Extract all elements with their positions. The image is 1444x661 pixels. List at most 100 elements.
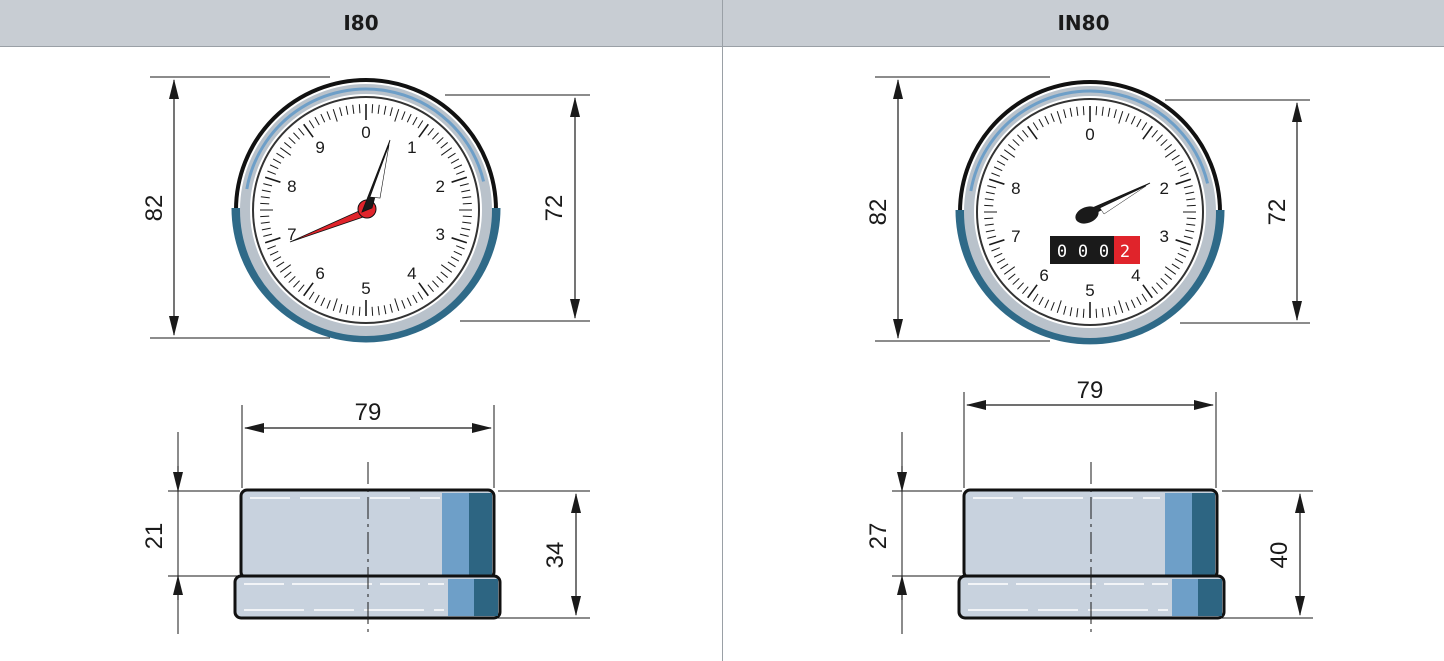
dial-tick xyxy=(1101,106,1104,116)
dial-tick xyxy=(462,215,472,218)
dial-tick xyxy=(267,245,276,250)
dial-tick xyxy=(1032,122,1039,131)
dial-tick xyxy=(383,305,387,315)
dial-tick xyxy=(377,306,380,316)
dial-number: 9 xyxy=(315,138,324,157)
dial-tick xyxy=(1113,305,1117,315)
dial-tick xyxy=(1177,252,1187,258)
dial-tick xyxy=(1022,130,1029,138)
column-header-i80: I80 xyxy=(0,0,722,47)
dial-tick xyxy=(1044,299,1050,309)
dial-tick xyxy=(276,261,285,268)
dial-tick xyxy=(1008,144,1016,151)
dial-tick xyxy=(303,282,314,297)
dial-tick xyxy=(450,158,460,164)
in80-dim-inner-label: 72 xyxy=(1264,199,1291,226)
dial-tick xyxy=(320,113,326,123)
dial-tick xyxy=(1177,166,1187,172)
dial-number: 2 xyxy=(1159,179,1168,198)
dial-tick xyxy=(991,247,1000,252)
dial-tick xyxy=(447,261,456,268)
dial-tick xyxy=(1125,113,1130,122)
dial-number: 0 xyxy=(1085,125,1094,144)
dial-tick xyxy=(993,252,1003,258)
dial-tick xyxy=(394,109,400,122)
dial-tick xyxy=(453,164,463,170)
dial-tick xyxy=(1063,305,1067,315)
dial-tick xyxy=(352,104,355,114)
dial-tick xyxy=(456,170,465,175)
i80-dim-inner-label: 72 xyxy=(541,195,568,222)
dial-tick xyxy=(984,198,994,201)
dial-tick xyxy=(261,189,271,193)
dial-tick xyxy=(451,237,468,244)
dial-tick xyxy=(260,215,270,218)
dial-tick xyxy=(1164,149,1177,158)
dial-tick xyxy=(1142,125,1153,140)
dial-tick xyxy=(1082,308,1085,318)
in80-dim-outer-label: 82 xyxy=(865,199,892,226)
dial-tick xyxy=(1076,106,1079,116)
dial-tick xyxy=(1008,273,1016,280)
dial-tick xyxy=(1017,282,1024,290)
dial-tick xyxy=(389,107,393,117)
dial-tick xyxy=(447,152,456,159)
dial-tick xyxy=(298,284,305,292)
dial-tick xyxy=(440,147,453,156)
dial-tick xyxy=(1118,111,1124,124)
i80-dim-total-height-label: 34 xyxy=(542,542,569,569)
dial-number: 8 xyxy=(287,177,296,196)
dial-tick xyxy=(985,229,995,233)
dial-tick xyxy=(279,147,292,156)
dial-tick xyxy=(1186,198,1196,201)
dial-tick xyxy=(1038,296,1044,306)
i80-dim-top-height-label: 21 xyxy=(141,523,168,550)
dial-tick xyxy=(1141,293,1148,302)
dial-number: 0 xyxy=(361,123,370,142)
dial-tick xyxy=(418,282,429,297)
dial-number: 6 xyxy=(315,264,324,283)
dial-tick xyxy=(308,120,315,129)
dial-tick xyxy=(358,306,361,316)
dial-tick xyxy=(263,183,273,187)
dial-tick xyxy=(1038,118,1044,128)
dial-tick xyxy=(1171,154,1180,161)
dial-tick xyxy=(461,189,471,193)
dial-tick xyxy=(1069,307,1073,317)
i80-dim-width-label: 79 xyxy=(355,399,382,426)
dial-tick xyxy=(358,104,361,114)
dial-tick xyxy=(1118,300,1124,313)
dial-tick xyxy=(1012,278,1020,285)
dial-tick xyxy=(450,256,460,262)
dial-tick xyxy=(332,109,338,122)
dial-number: 4 xyxy=(407,264,416,283)
dial-tick xyxy=(1174,160,1184,166)
dial-tick xyxy=(1027,125,1038,140)
dial-number: 5 xyxy=(361,279,370,298)
dial-tick xyxy=(459,233,469,237)
dial-tick xyxy=(339,303,343,313)
dial-tick xyxy=(451,176,468,183)
dial-number: 7 xyxy=(1011,227,1020,246)
dial-tick xyxy=(440,264,453,273)
dial-number: 6 xyxy=(1039,266,1048,285)
dial-tick xyxy=(988,178,1005,185)
dial-tick xyxy=(269,250,279,256)
dial-tick xyxy=(453,250,463,256)
counter-digit: 2 xyxy=(1120,242,1130,262)
dial-tick xyxy=(261,227,271,231)
i80-dial-ticks xyxy=(260,104,472,316)
dial-tick xyxy=(345,305,349,315)
dial-tick xyxy=(440,271,448,278)
dial-tick xyxy=(427,284,434,292)
dial-tick xyxy=(1000,154,1009,161)
dial-tick xyxy=(432,132,439,140)
dial-tick xyxy=(406,113,412,123)
dial-tick xyxy=(314,294,320,304)
